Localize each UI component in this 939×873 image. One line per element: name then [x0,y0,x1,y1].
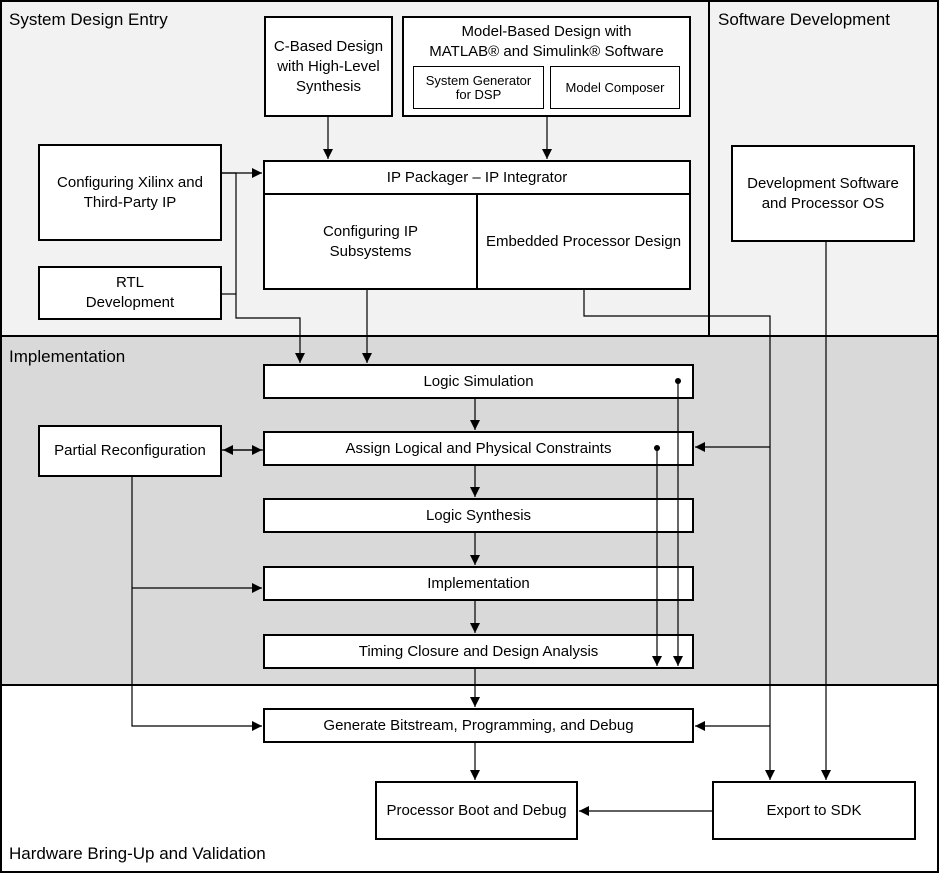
processor-boot-box: Processor Boot and Debug [375,781,578,840]
export-sdk-box: Export to SDK [712,781,916,840]
partial-reconfiguration-label: Partial Reconfiguration [54,442,206,459]
rtl-development-box: RTL Development [38,266,222,320]
configuring-ip-subsystems-box: Configuring IP Subsystems [263,193,478,290]
logic-synthesis-box: Logic Synthesis [263,498,694,533]
embedded-processor-design-box: Embedded Processor Design [476,193,691,290]
logic-simulation-label: Logic Simulation [423,372,534,390]
configuring-xilinx-ip-label: Configuring Xilinx and Third-Party IP [57,173,203,211]
region-label-hardware-bringup: Hardware Bring-Up and Validation [9,844,266,863]
processor-boot-label: Processor Boot and Debug [386,801,567,819]
c-based-design-label: C-Based Design with High-Level Synthesis [273,37,384,95]
model-composer-box: Model Composer [550,66,680,109]
region-label-implementation: Implementation [9,347,126,366]
ip-packager-label: IP Packager – IP Integrator [386,168,568,186]
embedded-processor-design-label: Embedded Processor Design [485,232,682,250]
export-sdk-label: Export to SDK [766,801,862,819]
generate-bitstream-box: Generate Bitstream, Programming, and Deb… [263,708,694,743]
rtl-development-label: RTL Development [85,274,175,311]
assign-constraints-label: Assign Logical and Physical Constraints [345,439,612,457]
development-software-label: Development Software and Processor OS [747,174,899,212]
timing-closure-label: Timing Closure and Design Analysis [358,642,599,660]
system-generator-label: System Generator for DSP [425,72,532,102]
partial-reconfiguration-box: Partial Reconfiguration [38,425,222,477]
system-generator-box: System Generator for DSP [413,66,544,109]
c-based-design-box: C-Based Design with High-Level Synthesis [264,16,393,117]
ip-packager-box: IP Packager – IP Integrator [263,160,691,195]
timing-closure-box: Timing Closure and Design Analysis [263,634,694,669]
region-label-software-development: Software Development [718,10,890,29]
configuring-xilinx-ip-box: Configuring Xilinx and Third-Party IP [38,144,222,241]
region-label-system-design-entry: System Design Entry [9,10,168,29]
assign-constraints-box: Assign Logical and Physical Constraints [263,431,694,466]
logic-simulation-box: Logic Simulation [263,364,694,399]
implementation-step-label: Implementation [427,574,530,592]
logic-synthesis-label: Logic Synthesis [425,506,532,524]
implementation-step-box: Implementation [263,566,694,601]
configuring-ip-subsystems-label: Configuring IP Subsystems [322,222,419,260]
generate-bitstream-label: Generate Bitstream, Programming, and Deb… [323,716,634,734]
development-software-box: Development Software and Processor OS [731,145,915,242]
model-based-design-label: Model-Based Design with MATLAB® and Simu… [429,23,664,60]
model-composer-label: Model Composer [565,79,665,95]
